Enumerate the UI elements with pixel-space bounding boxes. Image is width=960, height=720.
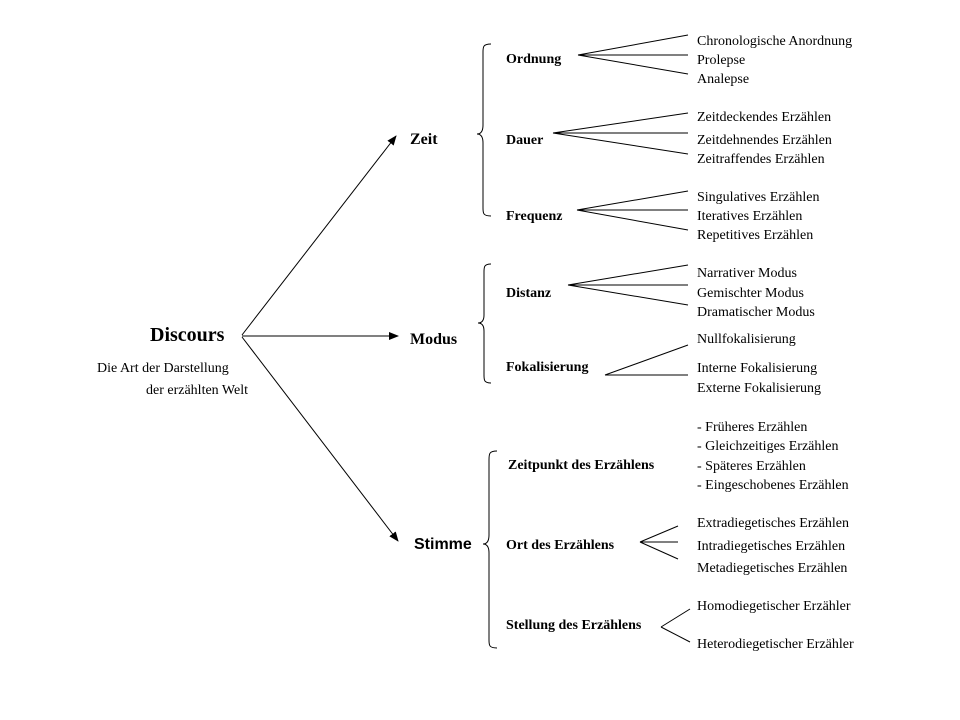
brace-stimme bbox=[482, 450, 498, 649]
leaf-spaeteres-erzaehlen: - Späteres Erzählen bbox=[697, 459, 806, 474]
leaf-gleichzeitiges-erzaehlen: - Gleichzeitiges Erzählen bbox=[697, 439, 838, 454]
leaf-analepse: Analepse bbox=[697, 72, 749, 87]
subcategory-frequenz-label: Frequenz bbox=[506, 209, 563, 224]
category-modus-label: Modus bbox=[410, 331, 457, 348]
brace-zeit bbox=[476, 43, 492, 217]
subcategory-ordnung-label: Ordnung bbox=[506, 52, 561, 67]
leaf-externe-fokalisierung: Externe Fokalisierung bbox=[697, 381, 821, 396]
edge-root-stimme bbox=[241, 336, 399, 542]
fan-fokalisierung bbox=[604, 344, 689, 376]
leaf-extradiegetisches-erzaehlen: Extradiegetisches Erzählen bbox=[697, 516, 849, 531]
root-description-line2: der erzählten Welt bbox=[146, 383, 248, 398]
leaf-frueheres-erzaehlen: - Früheres Erzählen bbox=[697, 420, 807, 435]
fan-dauer bbox=[552, 112, 689, 155]
leaf-narrativer-modus: Narrativer Modus bbox=[697, 266, 797, 281]
subcategory-fokalisierung-label: Fokalisierung bbox=[506, 360, 588, 375]
leaf-intradiegetisches-erzaehlen: Intradiegetisches Erzählen bbox=[697, 539, 845, 554]
fan-distanz bbox=[567, 264, 689, 306]
category-stimme-label: Stimme bbox=[414, 536, 472, 553]
leaf-chronologische-anordnung: Chronologische Anordnung bbox=[697, 34, 852, 49]
leaf-heterodiegetischer-erzaehler: Heterodiegetischer Erzähler bbox=[697, 637, 854, 652]
fan-stellung bbox=[660, 608, 691, 643]
leaf-singulatives-erzaehlen: Singulatives Erzählen bbox=[697, 190, 819, 205]
subcategory-distanz-label: Distanz bbox=[506, 286, 551, 301]
edge-root-zeit bbox=[241, 135, 397, 336]
root-description-line1: Die Art der Darstellung bbox=[97, 361, 229, 376]
subcategory-dauer-label: Dauer bbox=[506, 133, 543, 148]
category-zeit-label: Zeit bbox=[410, 131, 438, 148]
leaf-repetitives-erzaehlen: Repetitives Erzählen bbox=[697, 228, 813, 243]
leaf-iteratives-erzaehlen: Iteratives Erzählen bbox=[697, 209, 802, 224]
leaf-gemischter-modus: Gemischter Modus bbox=[697, 286, 804, 301]
leaf-nullfokalisierung: Nullfokalisierung bbox=[697, 332, 796, 347]
subcategory-ort-label: Ort des Erzählens bbox=[506, 538, 615, 553]
brace-modus bbox=[477, 263, 492, 384]
root-label: Discours bbox=[150, 324, 225, 346]
leaf-zeitdehnendes-erzaehlen: Zeitdehnendes Erzählen bbox=[697, 133, 832, 148]
leaf-eingeschobenes-erzaehlen: - Eingeschobenes Erzählen bbox=[697, 478, 849, 493]
leaf-homodiegetischer-erzaehler: Homodiegetischer Erzähler bbox=[697, 599, 851, 614]
fan-ordnung bbox=[577, 34, 689, 75]
leaf-prolepse: Prolepse bbox=[697, 53, 745, 68]
leaf-zeitdeckendes-erzaehlen: Zeitdeckendes Erzählen bbox=[697, 110, 831, 125]
leaf-metadiegetisches-erzaehlen: Metadiegetisches Erzählen bbox=[697, 561, 847, 576]
leaf-zeitraffendes-erzaehlen: Zeitraffendes Erzählen bbox=[697, 152, 825, 167]
subcategory-stellung-label: Stellung des Erzählens bbox=[506, 618, 642, 633]
leaf-dramatischer-modus: Dramatischer Modus bbox=[697, 305, 815, 320]
leaf-interne-fokalisierung: Interne Fokalisierung bbox=[697, 361, 817, 376]
fan-ort bbox=[639, 525, 679, 560]
subcategory-zeitpunkt-label: Zeitpunkt des Erzählens bbox=[508, 458, 655, 473]
fan-frequenz bbox=[576, 190, 689, 231]
